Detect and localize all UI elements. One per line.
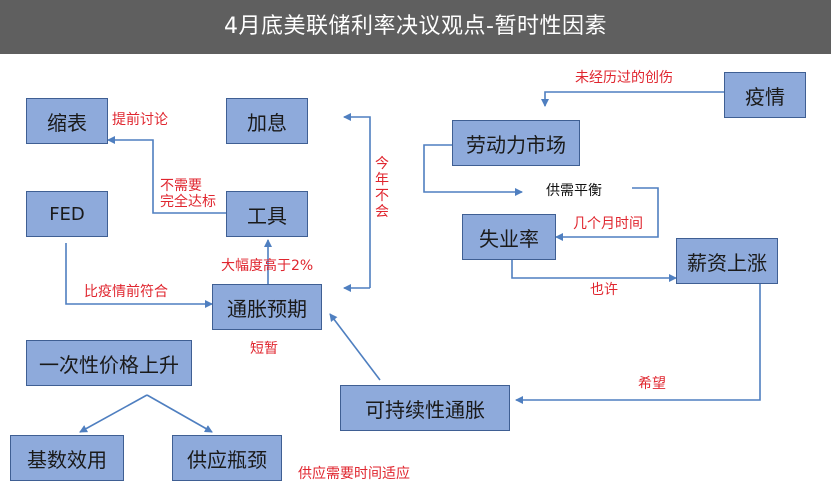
label-jinnian-buhui: 今年不会 xyxy=(375,156,389,220)
arrow-kechixu-to-tongzhang xyxy=(329,313,381,381)
node-tongzhang-yuqi: 通胀预期 xyxy=(212,284,322,330)
label-weijingli: 未经历过的创伤 xyxy=(575,70,673,86)
arrow-bracket-to-jiaxi xyxy=(343,113,371,288)
label-buxuyao: 不需要 xyxy=(160,178,202,194)
label-xiwang: 希望 xyxy=(638,376,666,392)
node-jishu-xiaoyong: 基数效用 xyxy=(10,435,124,481)
arrow-laodongli-to-gongxu xyxy=(423,144,523,196)
label-wanquan-dabiao: 完全达标 xyxy=(160,194,216,210)
arrow-fed-to-tongzhang xyxy=(65,243,213,308)
label-tiqian-taolun: 提前讨论 xyxy=(112,112,168,128)
label-yexu: 也许 xyxy=(590,282,618,298)
node-gongying-pingjing: 供应瓶颈 xyxy=(172,435,282,481)
node-fed: FED xyxy=(26,191,108,237)
arrow-yici-to-jishu xyxy=(79,394,148,433)
label-jige-yue: 几个月时间 xyxy=(573,216,643,232)
label-bi-yiqingqian: 比疫情前符合 xyxy=(84,284,168,300)
arrow-yici-to-gongying xyxy=(146,394,213,433)
node-gongju: 工具 xyxy=(226,191,308,237)
node-kechixu: 可持续性通胀 xyxy=(340,385,510,431)
label-gongxu-pingheng: 供需平衡 xyxy=(546,183,602,199)
node-jiaxi: 加息 xyxy=(226,98,308,144)
node-suobiao: 缩表 xyxy=(26,98,108,144)
node-xinzi: 薪资上涨 xyxy=(676,238,778,284)
node-yiqing: 疫情 xyxy=(724,72,806,118)
node-yici-jiage: 一次性价格上升 xyxy=(26,340,192,386)
page-title: 4月底美联储利率决议观点-暂时性因素 xyxy=(224,14,607,39)
arrow-shiyelv-to-xinzi xyxy=(511,259,677,282)
label-gongying-xuyao: 供应需要时间适应 xyxy=(298,466,410,482)
arrow-gongju-to-suobiao xyxy=(107,136,226,214)
title-bar xyxy=(0,0,831,54)
node-laodongli: 劳动力市场 xyxy=(452,120,580,166)
node-shiyelv: 失业率 xyxy=(462,214,556,260)
arrow-gongxu-to-shiyelv xyxy=(555,187,659,241)
label-duanzan: 短暂 xyxy=(250,341,278,357)
arrow-yiqing-to-laodongli xyxy=(541,91,724,107)
arrow-xinzi-to-kechixu xyxy=(515,284,761,404)
label-dafudu: 大幅度高于2% xyxy=(221,258,314,274)
